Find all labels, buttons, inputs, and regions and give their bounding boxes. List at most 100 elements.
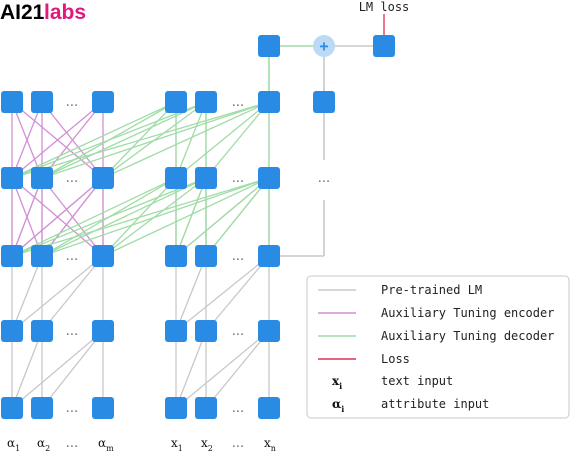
pretrained-edge — [175, 255, 270, 332]
network-node — [92, 245, 114, 267]
plus-symbol: + — [319, 37, 328, 55]
network-node — [31, 245, 53, 267]
network-node — [31, 167, 53, 189]
network-node — [165, 245, 187, 267]
network-node — [31, 91, 53, 113]
text-input-label: xn — [264, 436, 276, 453]
encoder-edge — [11, 101, 43, 179]
decoder-edge — [175, 177, 207, 257]
logo-main-text: AI21 — [0, 1, 45, 24]
network-node — [195, 91, 217, 113]
input-labels: ................................. α1 α2 αm x… — [7, 95, 330, 453]
pretrained-edge — [41, 255, 104, 332]
pretrained-edge — [205, 255, 270, 332]
attribute-input-label: α2 — [37, 436, 50, 453]
network-node — [1, 167, 23, 189]
ellipsis: ... — [66, 324, 78, 339]
ellipsis: ... — [232, 95, 244, 110]
legend-attribute-input-symbol: αi — [332, 397, 344, 414]
lm-output-node — [258, 35, 280, 57]
text-input-label: x1 — [171, 436, 183, 453]
ellipsis: ... — [66, 401, 78, 416]
ai21-labs-logo: AI21 labs — [0, 1, 86, 24]
decoder-edge — [41, 101, 207, 179]
pretrained-edge — [205, 330, 270, 409]
legend-text-input-symbol: xi — [332, 374, 342, 391]
pretrained-edge — [175, 330, 270, 409]
network-node — [258, 397, 280, 419]
network-node — [1, 245, 23, 267]
encoder-edge — [11, 177, 104, 257]
ellipsis: ... — [232, 324, 244, 339]
legend-box — [306, 275, 570, 419]
pretrained-edge — [11, 330, 43, 409]
decoder-edge — [41, 177, 207, 257]
lm-loss-label: LM loss — [359, 0, 410, 14]
attribute-input-label: α1 — [7, 436, 20, 453]
network-node — [258, 320, 280, 342]
ellipsis: ... — [232, 249, 244, 264]
ellipsis: ... — [66, 249, 78, 264]
network-node — [1, 397, 23, 419]
pretrained-edge — [11, 255, 43, 332]
legend-label: Auxiliary Tuning decoder — [381, 329, 554, 343]
network-node — [165, 167, 187, 189]
ellipsis: ... — [232, 171, 244, 186]
network-node — [195, 320, 217, 342]
legend-attribute-input-label: attribute input — [381, 397, 489, 411]
encoder-edge — [11, 177, 43, 257]
text-label-ellipsis: ... — [232, 436, 244, 451]
pretrained-edge — [41, 330, 104, 409]
network-node — [258, 91, 280, 113]
legend: Pre-trained LM Auxiliary Tuning encoderAu… — [306, 275, 570, 419]
network-node — [92, 320, 114, 342]
decoder-edge — [41, 177, 270, 257]
text-input-label: x2 — [201, 436, 213, 453]
network-node — [195, 397, 217, 419]
network-node — [195, 167, 217, 189]
network-node — [92, 91, 114, 113]
network-node — [1, 320, 23, 342]
decoder-edge — [11, 177, 270, 257]
decoder-edge — [175, 177, 270, 257]
pretrained-edge — [11, 330, 104, 409]
decoder-edge — [11, 177, 207, 257]
decoder-edge — [205, 177, 270, 257]
network-nodes: + — [1, 35, 395, 419]
attribute-label-ellipsis: ... — [66, 436, 78, 451]
network-node — [165, 91, 187, 113]
network-node — [195, 245, 217, 267]
decoder-edge — [11, 101, 270, 179]
network-node — [165, 397, 187, 419]
decoder-edge — [11, 101, 177, 179]
ellipsis: ... — [66, 95, 78, 110]
loss-node — [373, 35, 395, 57]
encoder-edge — [41, 101, 104, 179]
side-ellipsis: ... — [318, 171, 330, 186]
decoder-edge — [175, 101, 270, 179]
network-node — [258, 245, 280, 267]
legend-label: Auxiliary Tuning encoder — [381, 306, 554, 320]
network-node — [165, 320, 187, 342]
pretrained-edge — [11, 255, 104, 332]
network-node — [92, 397, 114, 419]
side-node — [313, 91, 335, 113]
attribute-input-label: αm — [98, 436, 114, 453]
plus-icon — [313, 35, 335, 57]
legend-label: Loss — [381, 352, 410, 366]
ellipsis: ... — [232, 401, 244, 416]
legend-label: Pre-trained LM — [381, 283, 482, 297]
network-node — [258, 167, 280, 189]
pretrained-edge — [175, 255, 207, 332]
encoder-edge — [41, 177, 104, 257]
connection-edges — [11, 14, 385, 409]
decoder-edge — [11, 177, 177, 257]
decoder-edge — [102, 177, 270, 257]
encoder-edge — [11, 101, 104, 179]
logo-sub-text: labs — [44, 1, 86, 24]
decoder-edge — [205, 101, 270, 179]
decoder-edge — [41, 101, 270, 179]
network-node — [92, 167, 114, 189]
network-node — [31, 397, 53, 419]
